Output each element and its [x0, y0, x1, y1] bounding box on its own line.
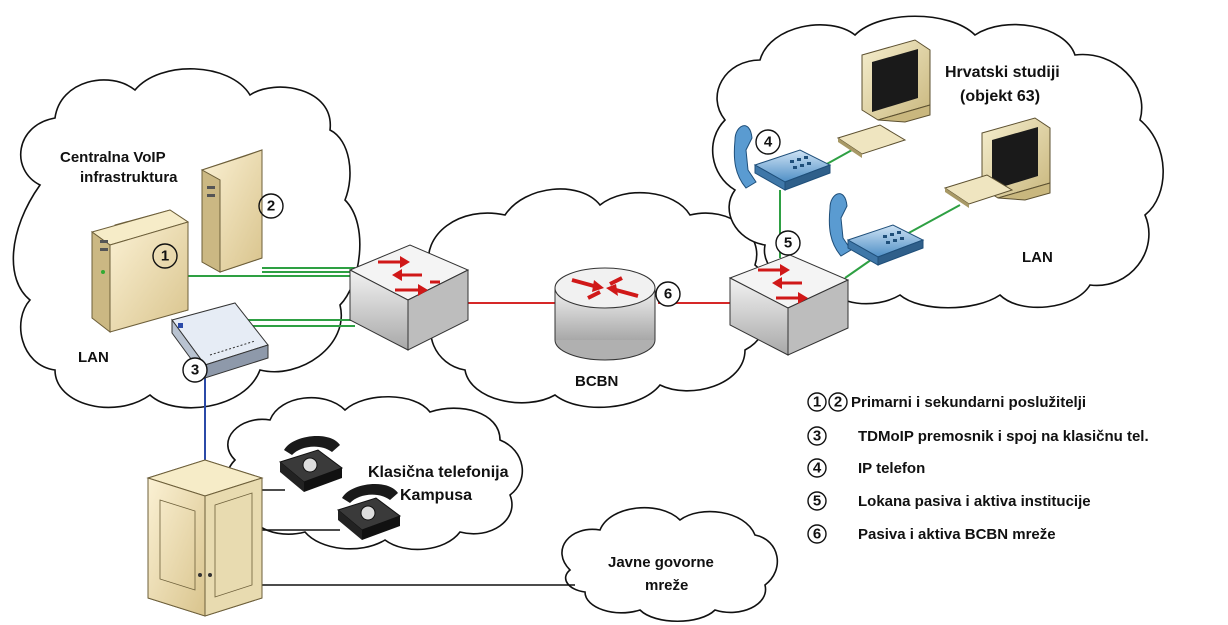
label-lan-left: LAN	[78, 349, 109, 366]
ip-phone-icon[interactable]	[733, 125, 832, 191]
svg-text:4: 4	[764, 134, 773, 151]
marker-2: 2	[258, 193, 284, 219]
pbx-icon[interactable]	[146, 459, 264, 617]
svg-text:6: 6	[664, 286, 672, 303]
svg-text:5: 5	[784, 235, 792, 252]
label-klasicna-line2: Kampusa	[400, 487, 472, 504]
svg-text:3: 3	[191, 362, 199, 379]
label-central-line1: Centralna VoIP	[60, 149, 166, 166]
label-bcbn: BCBN	[575, 373, 618, 390]
svg-text:Lokana pasiva i aktiva institu: Lokana pasiva i aktiva institucije	[858, 493, 1091, 510]
router-icon[interactable]	[554, 267, 656, 361]
phone-icon[interactable]	[336, 483, 402, 540]
legend: 1 2 Primarni i sekundarni poslužitelji 3…	[807, 392, 1149, 544]
legend-item: 5 Lokana pasiva i aktiva institucije	[807, 491, 1091, 511]
marker-5: 5	[775, 230, 801, 256]
phone-icon[interactable]	[278, 435, 344, 492]
label-central-line2: infrastruktura	[80, 169, 178, 186]
svg-text:Pasiva i aktiva BCBN mreže: Pasiva i aktiva BCBN mreže	[858, 526, 1056, 543]
tdmoip-bridge-icon[interactable]	[171, 302, 269, 380]
server-primary[interactable]	[90, 209, 190, 334]
svg-text:2: 2	[267, 198, 275, 215]
label-hrvatski-line1: Hrvatski studiji	[945, 64, 1060, 81]
svg-text:6: 6	[813, 526, 821, 543]
label-javne-line1: Javne govorne	[608, 554, 714, 571]
marker-1: 1	[152, 243, 178, 269]
legend-item: 6 Pasiva i aktiva BCBN mreže	[807, 524, 1056, 544]
svg-text:4: 4	[813, 460, 822, 477]
server-secondary[interactable]	[200, 149, 263, 273]
marker-6: 6	[655, 281, 681, 307]
marker-3: 3	[182, 357, 208, 383]
switch-institution-icon[interactable]	[728, 254, 850, 356]
legend-item: 1 2 Primarni i sekundarni poslužitelji	[807, 392, 1086, 412]
svg-text:Primarni i sekundarni poslužit: Primarni i sekundarni poslužitelji	[851, 394, 1086, 411]
cloud-javne-govorne-mreze	[561, 506, 779, 623]
label-klasicna-line1: Klasična telefonija	[368, 464, 509, 481]
link-ipphone2-pc2	[904, 204, 961, 236]
label-hrvatski-line2: (objekt 63)	[960, 88, 1040, 105]
switch-central-icon[interactable]	[348, 244, 470, 351]
svg-text:1: 1	[161, 248, 169, 265]
pc-icon[interactable]	[836, 39, 931, 158]
label-javne-line2: mreže	[645, 577, 688, 594]
svg-text:5: 5	[813, 493, 821, 510]
legend-item: 4 IP telefon	[807, 458, 925, 478]
svg-text:3: 3	[813, 428, 821, 445]
ip-phone-icon[interactable]	[828, 193, 925, 266]
marker-4: 4	[755, 129, 781, 155]
svg-text:TDMoIP premosnik i spoj na kla: TDMoIP premosnik i spoj na klasičnu tel.	[858, 428, 1149, 445]
label-lan-right: LAN	[1022, 249, 1053, 266]
pc-icon[interactable]	[943, 117, 1051, 208]
svg-text:1: 1	[813, 394, 821, 411]
cloud-klasicna-telefonija	[225, 395, 524, 551]
svg-text:IP telefon: IP telefon	[858, 460, 925, 477]
svg-text:2: 2	[834, 394, 842, 411]
legend-item: 3 TDMoIP premosnik i spoj na klasičnu te…	[807, 426, 1149, 446]
